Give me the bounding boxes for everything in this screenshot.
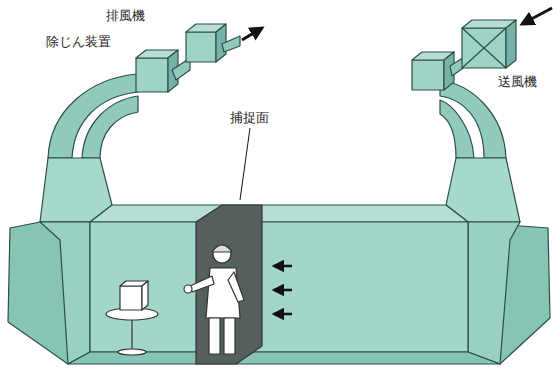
exhaust-arrow [242,28,262,40]
collector-label: 除じん装置 [44,34,113,50]
worker [184,245,244,354]
leader-line [240,128,250,200]
fan-label: 送風機 [496,74,539,90]
airflow-arrow [274,266,292,314]
fan-label: 排風機 [104,8,147,24]
work-table [106,281,158,355]
supply-arrow [522,8,552,24]
booth [68,205,500,364]
capture-plane-label: 捕捉面 [228,110,271,126]
